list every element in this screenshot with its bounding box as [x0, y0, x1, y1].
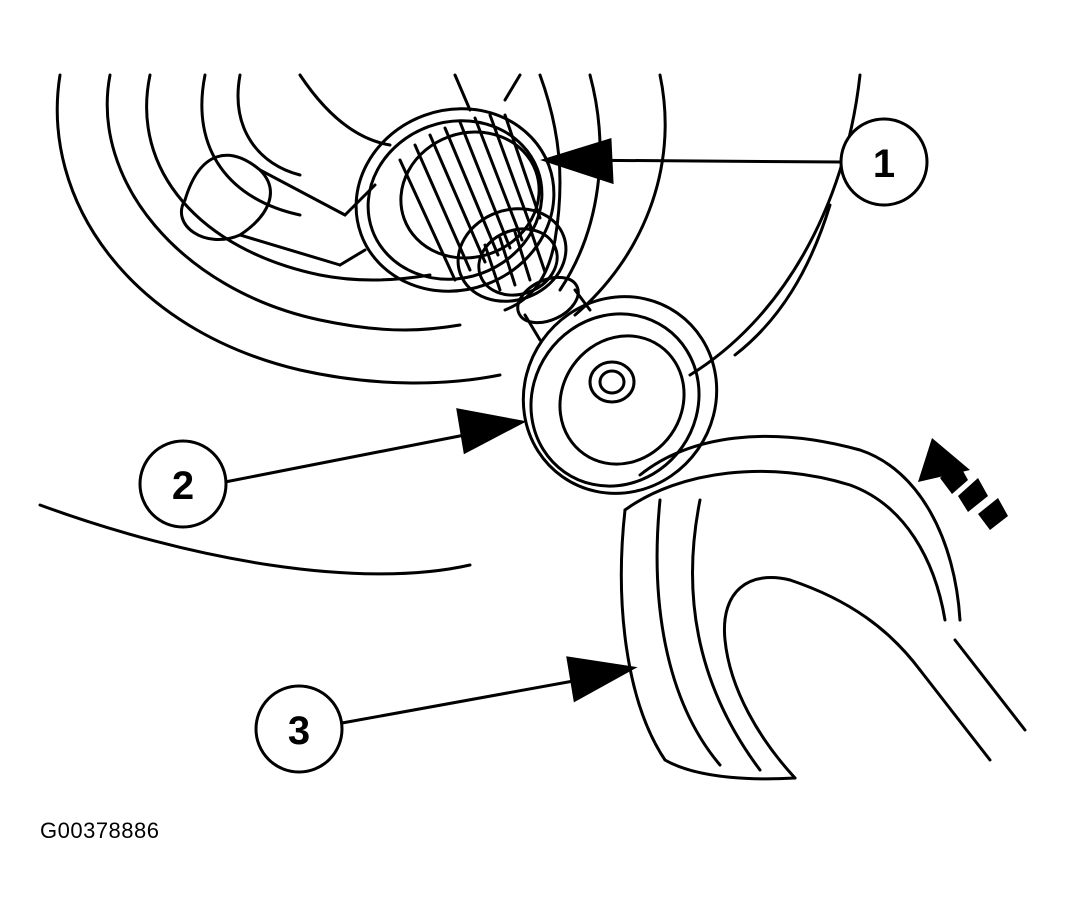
arrowhead-3	[566, 656, 638, 703]
callout-label-2: 2	[172, 464, 194, 508]
figure-id: G00378886	[40, 818, 160, 843]
push-direction-arrow-icon	[918, 438, 1008, 530]
arrowhead-1	[540, 137, 614, 185]
callout-label-1: 1	[873, 142, 895, 186]
seal-installer-tool	[619, 434, 1027, 781]
leader-line-3	[341, 676, 591, 725]
callout-label-3: 3	[288, 709, 310, 753]
arrowhead-2	[456, 408, 527, 455]
callout-3: 3	[254, 684, 344, 774]
callout-2: 2	[138, 439, 228, 529]
output-shaft	[354, 107, 592, 342]
transmission-housing	[38, 73, 862, 576]
oil-seal	[521, 295, 719, 495]
callout-1: 1	[839, 117, 929, 207]
leader-line-2	[224, 430, 481, 484]
